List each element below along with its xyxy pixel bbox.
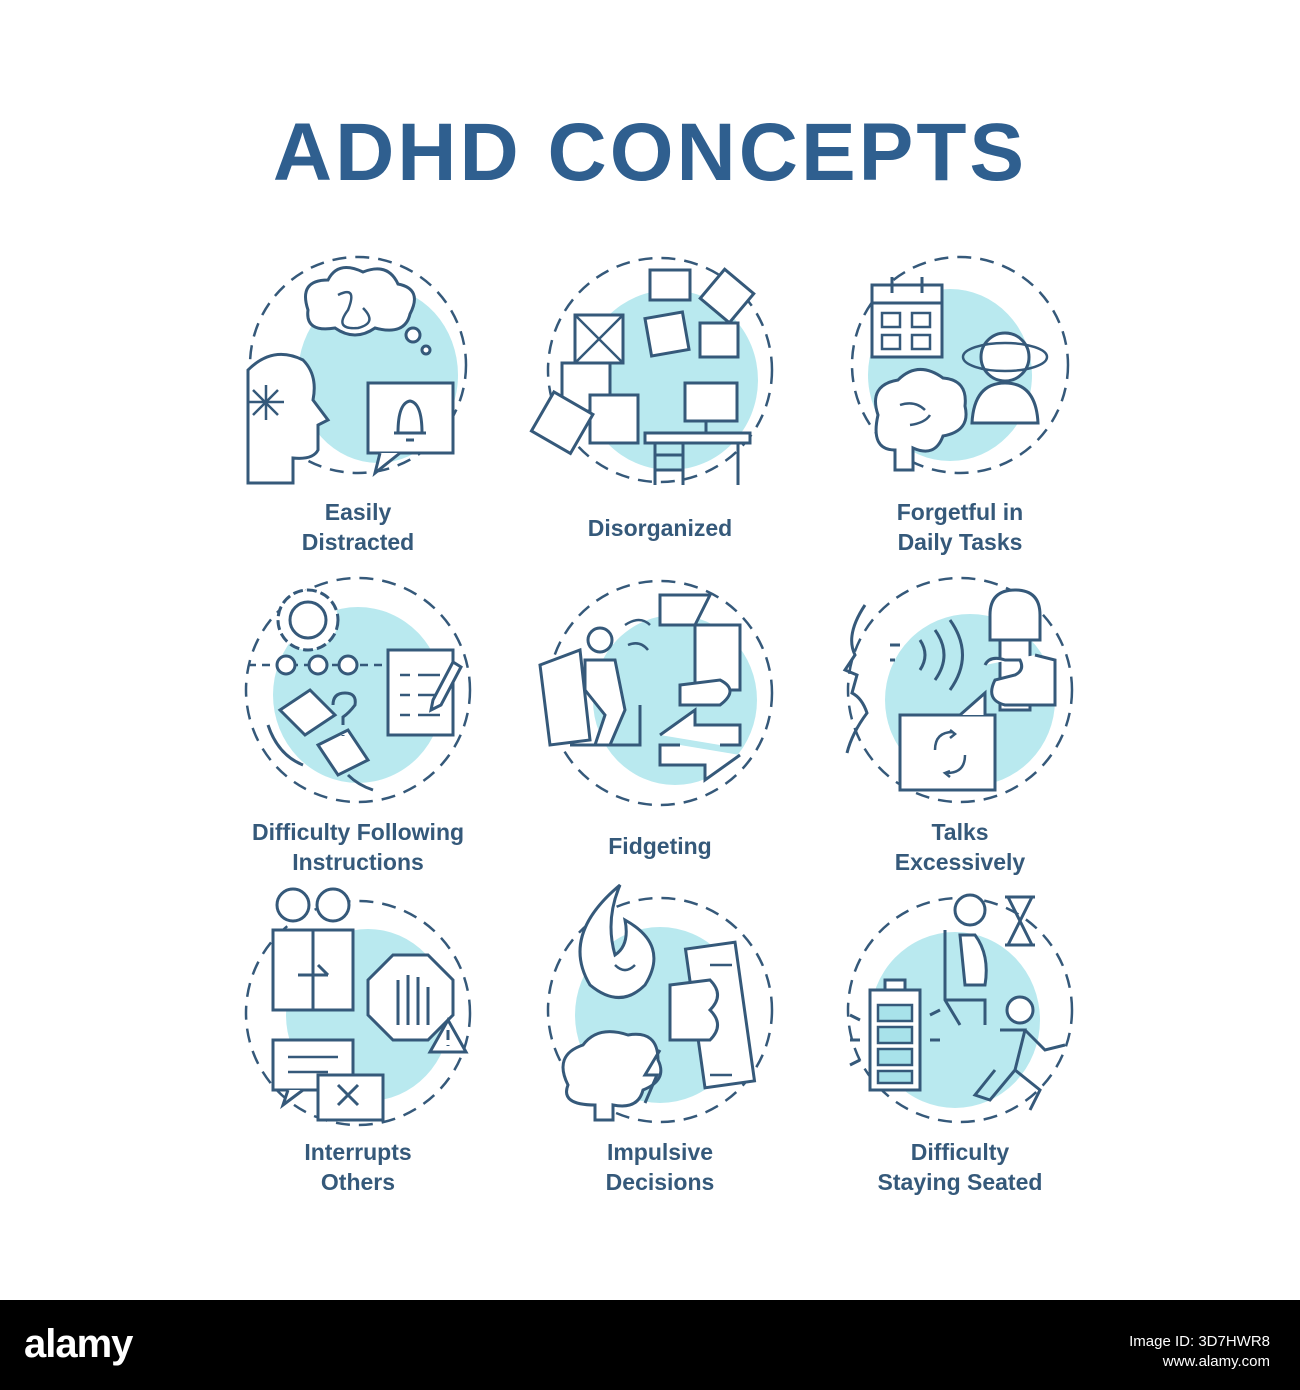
concept-disorganized: Disorganized: [510, 256, 810, 575]
concept-label: Fidgeting: [480, 831, 840, 861]
concept-label: Talks Excessively: [780, 817, 1140, 877]
fire-money-brain-icon: [546, 883, 774, 1124]
concept-label-line: Easily: [324, 499, 392, 525]
concept-label-line: Others: [320, 1169, 396, 1195]
concept-label: Difficulty Staying Seated: [780, 1137, 1140, 1197]
concept-label-line: Difficulty Following: [251, 819, 465, 845]
concept-interrupts-others: Interrupts Others: [208, 887, 508, 1215]
footer-bar: alamy Image ID: 3D7HWR8 www.alamy.com: [0, 1300, 1300, 1390]
concept-label-line: Talks: [931, 819, 989, 845]
concept-label: Difficulty Following Instructions: [178, 817, 538, 877]
concept-label: Easily Distracted: [178, 497, 538, 557]
concept-label-line: Forgetful in: [896, 499, 1024, 525]
concept-label-line: Excessively: [894, 849, 1026, 875]
page-title: ADHD CONCEPTS: [272, 107, 1028, 198]
concept-label: Interrupts Others: [178, 1137, 538, 1197]
fidget-person-icon: [538, 579, 774, 807]
concept-label-line: Daily Tasks: [897, 529, 1023, 555]
concept-grid: Easily Distracted Disorganized: [208, 255, 1110, 1215]
runner-battery-icon: [846, 893, 1074, 1124]
concept-impulsive-decisions: Impulsive Decisions: [510, 883, 810, 1215]
concept-difficulty-staying-seated: Difficulty Staying Seated: [810, 893, 1110, 1215]
image-credit: Image ID: 3D7HWR8 www.alamy.com: [1129, 1332, 1270, 1372]
concept-talks-excessively: Talks Excessively: [810, 576, 1110, 895]
gear-puzzle-checklist-icon: [244, 576, 472, 804]
concept-label-line: Disorganized: [587, 515, 733, 541]
site-url: www.alamy.com: [1162, 1353, 1270, 1370]
concept-forgetful: Forgetful in Daily Tasks: [810, 255, 1110, 575]
concept-label-line: Decisions: [605, 1169, 715, 1195]
calendar-brain-icon: [850, 255, 1070, 475]
stop-hand-chat-icon: [244, 887, 472, 1127]
concept-label: Impulsive Decisions: [480, 1137, 840, 1197]
concept-label-line: Distracted: [301, 529, 415, 555]
image-id: Image ID: 3D7HWR8: [1129, 1333, 1270, 1350]
concept-easily-distracted: Easily Distracted: [208, 255, 508, 575]
concept-label-line: Interrupts: [304, 1139, 412, 1165]
concept-label-line: Instructions: [292, 849, 424, 875]
speaking-microphone-icon: [842, 576, 1074, 804]
messy-desk-icon: [529, 256, 774, 485]
concept-fidgeting: Fidgeting: [510, 579, 810, 895]
concept-label: Disorganized: [480, 513, 840, 543]
concept-label-line: Fidgeting: [608, 833, 712, 859]
concept-label: Forgetful in Daily Tasks: [780, 497, 1140, 557]
concept-label-line: Impulsive: [606, 1139, 714, 1165]
distracted-head-icon: [246, 255, 468, 485]
concept-label-line: Difficulty: [910, 1139, 1010, 1165]
concept-difficulty-following: Difficulty Following Instructions: [208, 576, 508, 895]
brand-logo: alamy: [24, 1322, 133, 1366]
concept-label-line: Staying Seated: [877, 1169, 1043, 1195]
